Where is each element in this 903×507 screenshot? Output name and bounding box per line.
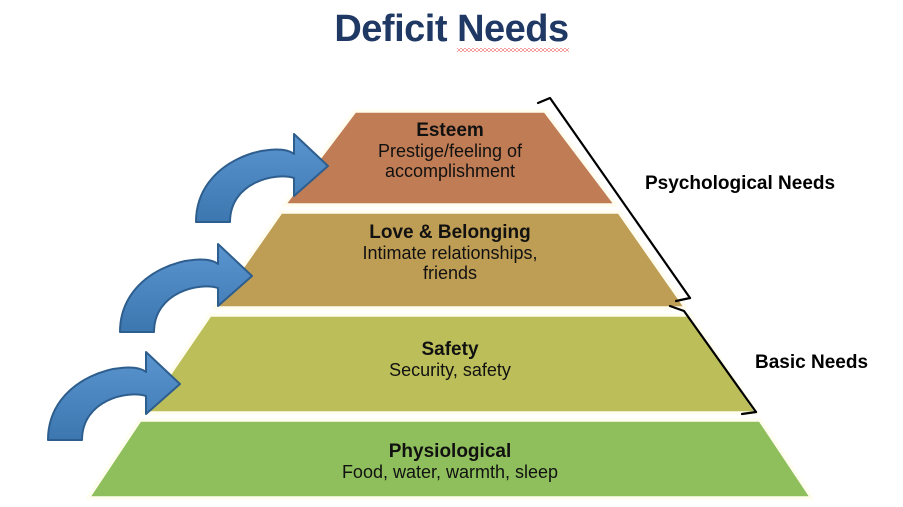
group-bracket-psychological — [536, 96, 692, 303]
group-bracket-basic — [668, 304, 758, 416]
group-label-psychological-needs: Psychological Needs — [645, 173, 836, 194]
ascending-arrows-group — [47, 133, 329, 441]
pyramid-tier-esteem[interactable] — [282, 109, 618, 207]
ascending-curved-arrow-2 — [119, 243, 253, 333]
group-label-basic-needs: Basic Needs — [755, 352, 869, 373]
pyramid-tier-love-belonging[interactable] — [212, 210, 688, 310]
pyramid-tier-safety[interactable] — [141, 313, 759, 415]
pyramid-tier-physiological[interactable] — [86, 418, 814, 500]
title-text-normal: Deficit — [334, 8, 458, 50]
ascending-curved-arrow-3 — [195, 133, 329, 223]
title-text-misspelled: Needs — [457, 8, 569, 52]
ascending-curved-arrow-1 — [47, 351, 181, 441]
page-title: Deficit Needs — [0, 8, 903, 52]
